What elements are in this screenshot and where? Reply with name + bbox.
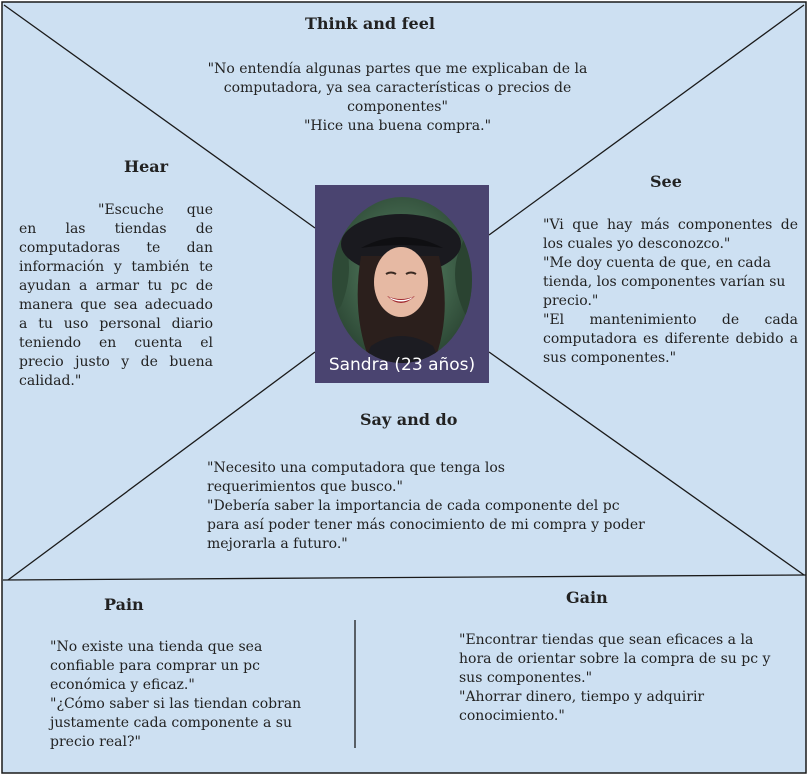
divider-top-right	[488, 4, 805, 236]
persona-photo	[332, 197, 472, 363]
divider-top-left	[3, 4, 316, 229]
gain-text: "Encontrar tiendas que sean eficaces a l…	[459, 631, 779, 726]
divider-bottom-left	[7, 351, 316, 581]
see-quote: "Me doy cuenta de que, en cada tienda, l…	[543, 255, 786, 309]
pain-quote: "No existe una tienda que sea confiable …	[50, 639, 263, 693]
divider-bottom-right	[488, 351, 805, 576]
think-feel-title: Think and feel	[305, 14, 435, 33]
see-quote: "Vi que hay más componentes de los cuale…	[543, 217, 798, 252]
hear-text: "Escuche que en las tiendas de computado…	[19, 201, 213, 391]
see-quote: "El mantenimiento de cada computadora es…	[543, 312, 798, 366]
think-feel-quote: "No entendía algunas partes que me expli…	[207, 61, 588, 115]
see-text: "Vi que hay más componentes de los cuale…	[543, 216, 798, 368]
pain-title: Pain	[104, 595, 144, 614]
divider-horizontal	[2, 574, 807, 581]
think-feel-quote: "Hice una buena compra."	[303, 118, 492, 134]
gain-title: Gain	[566, 588, 608, 607]
say-do-quote: "Debería saber la importancia de cada co…	[207, 498, 645, 552]
hear-title: Hear	[124, 157, 169, 176]
persona-card: Sandra (23 años)	[315, 185, 489, 383]
gain-quote: "Ahorrar dinero, tiempo y adquirir conoc…	[459, 689, 705, 724]
pain-quote: "¿Cómo saber si las tiendan cobran justa…	[50, 696, 302, 750]
say-do-text: "Necesito una computadora que tenga los …	[207, 459, 647, 554]
hear-quote: "Escuche que en las tiendas de computado…	[19, 202, 213, 389]
pain-text: "No existe una tienda que sea confiable …	[50, 638, 340, 752]
persona-name: Sandra (23 años)	[328, 355, 476, 375]
think-feel-text: "No entendía algunas partes que me expli…	[200, 60, 595, 136]
gain-quote: "Encontrar tiendas que sean eficaces a l…	[459, 632, 771, 686]
say-do-quote: "Necesito una computadora que tenga los …	[207, 460, 505, 495]
say-do-title: Say and do	[360, 410, 458, 429]
see-title: See	[650, 172, 682, 191]
